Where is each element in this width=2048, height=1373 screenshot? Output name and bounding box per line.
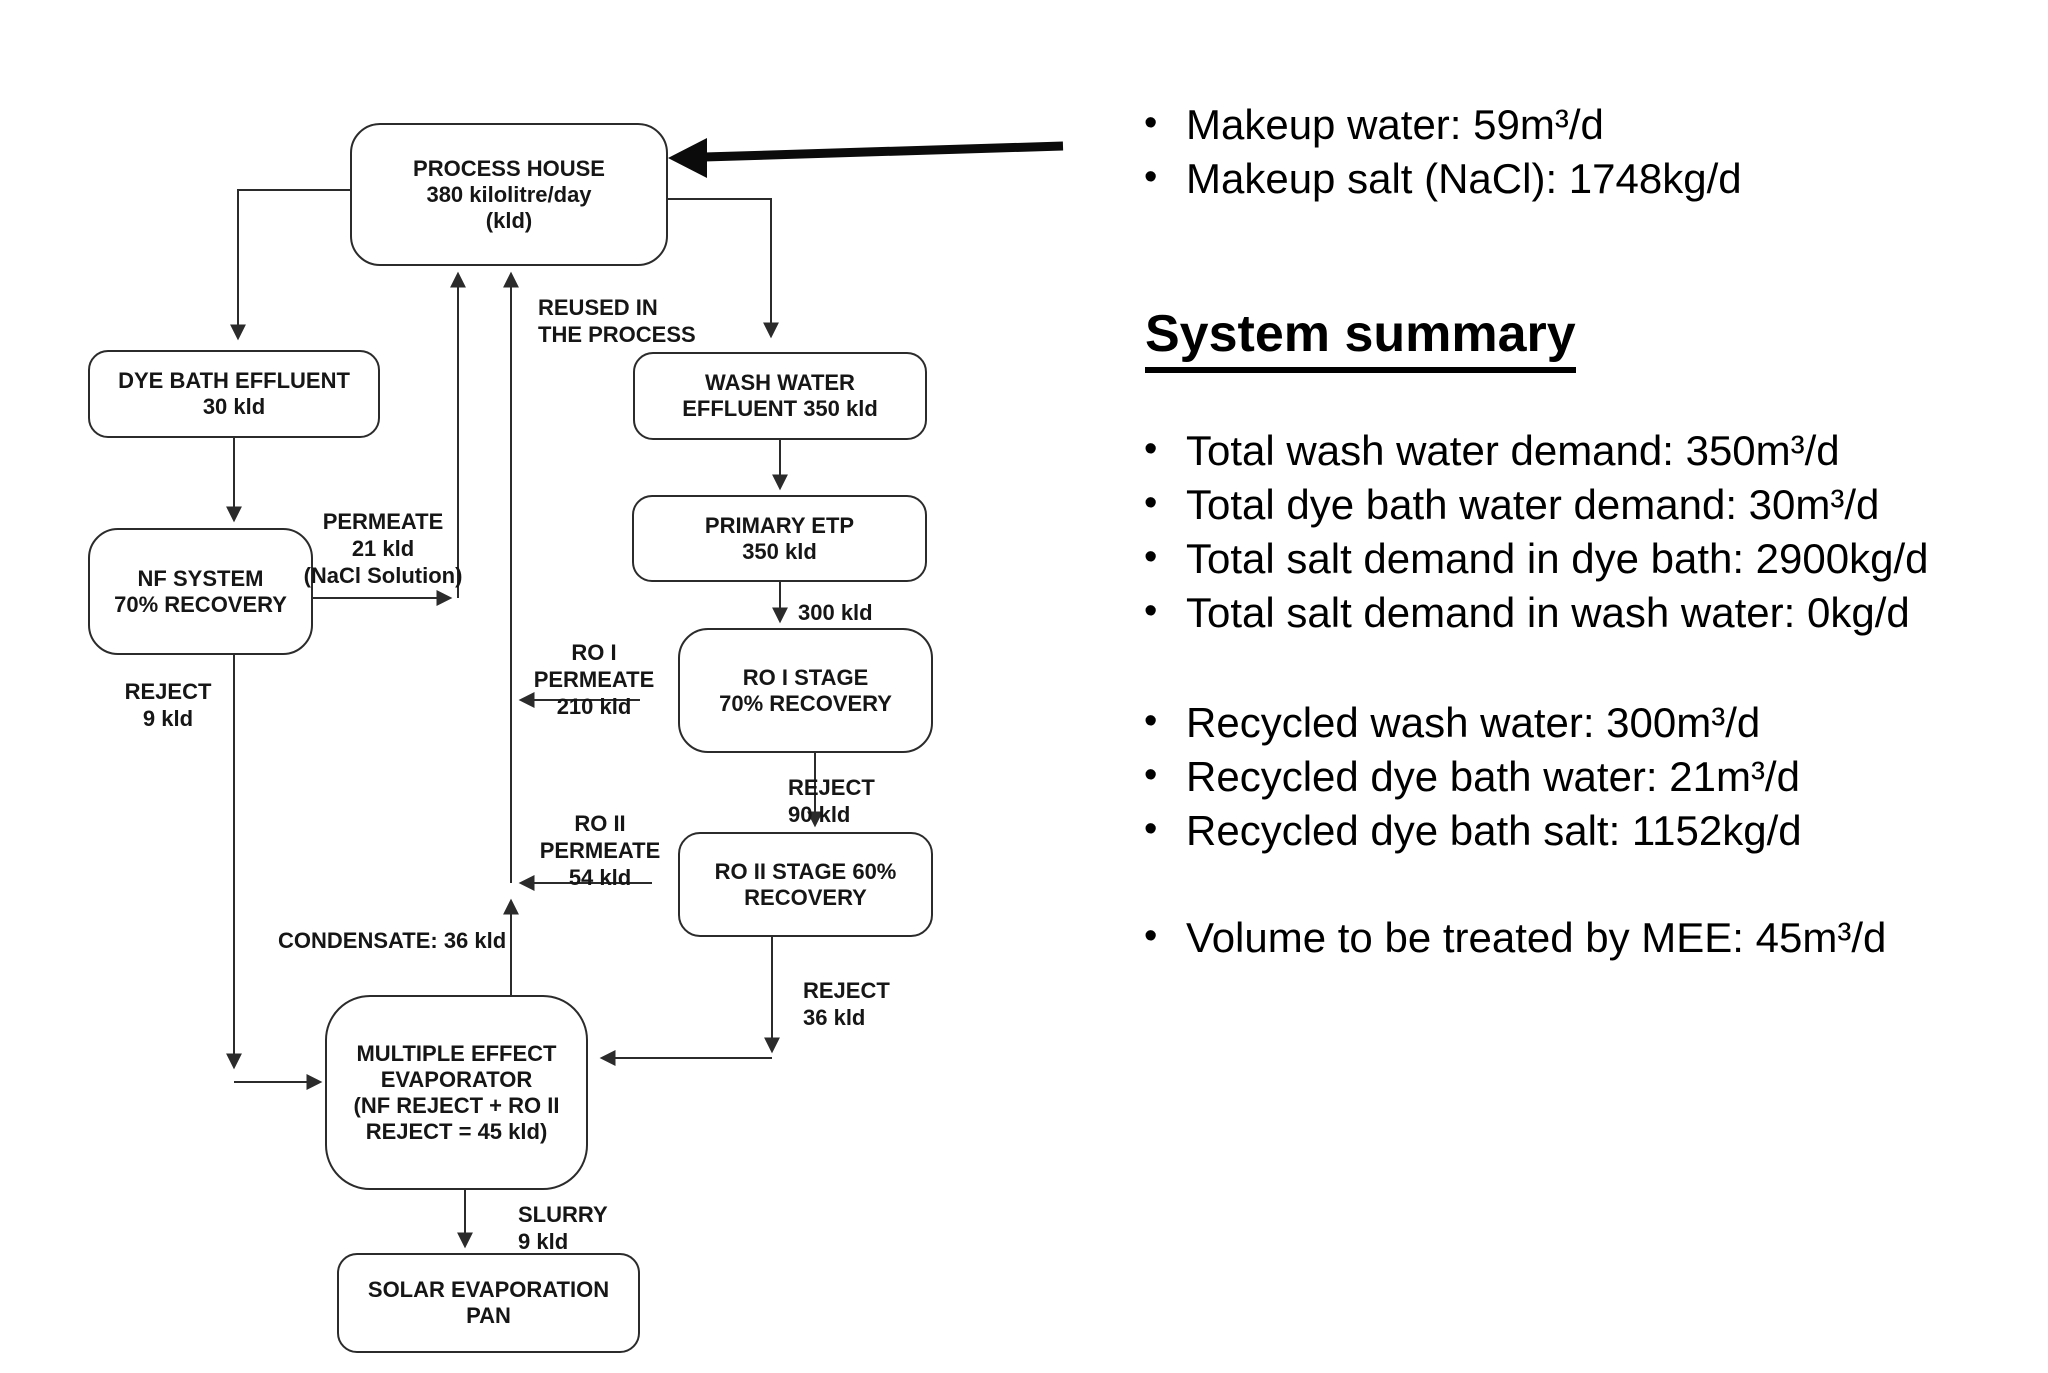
arrow-ph-to-dye-bath (230, 189, 350, 341)
bullet-item: Makeup water: 59m³/d (1142, 96, 1742, 152)
node-multiple-effect-evaporator: MULTIPLE EFFECT EVAPORATOR (NF REJECT + … (325, 995, 588, 1190)
edge-label-ro1-reject: REJECT 90 kld (788, 775, 875, 827)
bullet-item: Makeup salt (NaCl): 1748kg/d (1142, 150, 1742, 206)
edge-label-ro2-reject: REJECT 36 kld (803, 978, 890, 1030)
edge-label-etp-output: 300 kld (798, 600, 873, 625)
node-wash-water-effluent: WASH WATER EFFLUENT 350 kld (633, 352, 927, 440)
makeup-input-arrowhead (668, 138, 707, 178)
node-solar-evaporation-pan: SOLAR EVAPORATION PAN (337, 1253, 640, 1353)
makeup-list: Makeup water: 59m³/d Makeup salt (NaCl):… (1142, 96, 1742, 206)
bullet-item: Recycled dye bath salt: 1152kg/d (1142, 802, 1802, 858)
edge-label-ro2-permeate: RO II PERMEATE 54 kld (539, 811, 661, 890)
bullet-item: Total salt demand in wash water: 0kg/d (1142, 584, 1929, 640)
bullet-item: Total wash water demand: 350m³/d (1142, 422, 1929, 478)
node-nf-system: NF SYSTEM 70% RECOVERY (88, 528, 313, 655)
node-process-house: PROCESS HOUSE 380 kilolitre/day (kld) (350, 123, 668, 266)
demand-list: Total wash water demand: 350m³/d Total d… (1142, 422, 1929, 640)
edge-label-slurry: SLURRY 9 kld (518, 1202, 608, 1254)
bullet-item: Recycled dye bath water: 21m³/d (1142, 748, 1802, 804)
makeup-input-arrow (703, 141, 1064, 162)
edge-label-condensate: CONDENSATE: 36 kld (278, 928, 507, 953)
bullet-item: Recycled wash water: 300m³/d (1142, 694, 1802, 750)
node-ro-i-stage: RO I STAGE 70% RECOVERY (678, 628, 933, 753)
bullet-item: Total salt demand in dye bath: 2900kg/d (1142, 530, 1929, 586)
node-ro-ii-stage: RO II STAGE 60% RECOVERY (678, 832, 933, 937)
bullet-item: Total dye bath water demand: 30m³/d (1142, 476, 1929, 532)
mee-volume-list: Volume to be treated by MEE: 45m³/d (1142, 909, 1886, 965)
bullet-item: Volume to be treated by MEE: 45m³/d (1142, 909, 1886, 965)
node-primary-etp: PRIMARY ETP 350 kld (632, 495, 927, 582)
edge-label-nf-permeate: PERMEATE 21 kld (NaCl Solution) (303, 509, 463, 588)
system-summary-heading: System summary (1145, 304, 1576, 373)
recycled-list: Recycled wash water: 300m³/d Recycled dy… (1142, 694, 1802, 858)
node-dye-bath-effluent: DYE BATH EFFLUENT 30 kld (88, 350, 380, 438)
edge-label-reused-in-process: REUSED IN THE PROCESS (538, 295, 696, 347)
edge-label-nf-reject: REJECT 9 kld (124, 679, 212, 731)
edge-label-ro1-permeate: RO I PERMEATE 210 kld (533, 640, 655, 719)
